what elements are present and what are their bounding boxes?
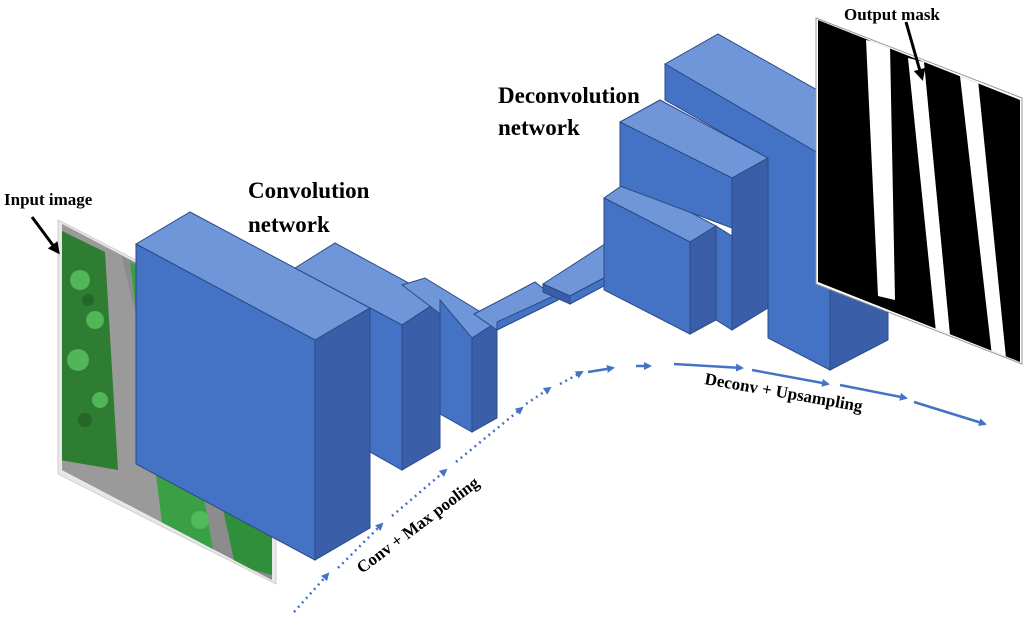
conv-pooling-label: Conv + Max pooling (353, 473, 483, 578)
conv-network-label-line2: network (248, 212, 330, 237)
conv-network-label-line1: Convolution (248, 178, 370, 203)
deconv-network-label-line2: network (498, 115, 580, 140)
encoder-block-2 (294, 242, 441, 471)
decoder-flow-arrows (587, 362, 987, 427)
input-image-label: Input image (4, 190, 93, 209)
decoder-block-3 (603, 179, 718, 335)
decoder-block-2 (618, 99, 770, 331)
encoder-flow-arrows (293, 370, 584, 613)
output-mask-label: Output mask (844, 5, 940, 24)
encoder-block-4 (473, 281, 559, 331)
arrow-down-right-icon (30, 216, 60, 255)
arrow-down-icon (904, 21, 926, 81)
encoder-block-3 (400, 277, 498, 433)
deconv-network-label-line1: Deconvolution (498, 83, 640, 108)
